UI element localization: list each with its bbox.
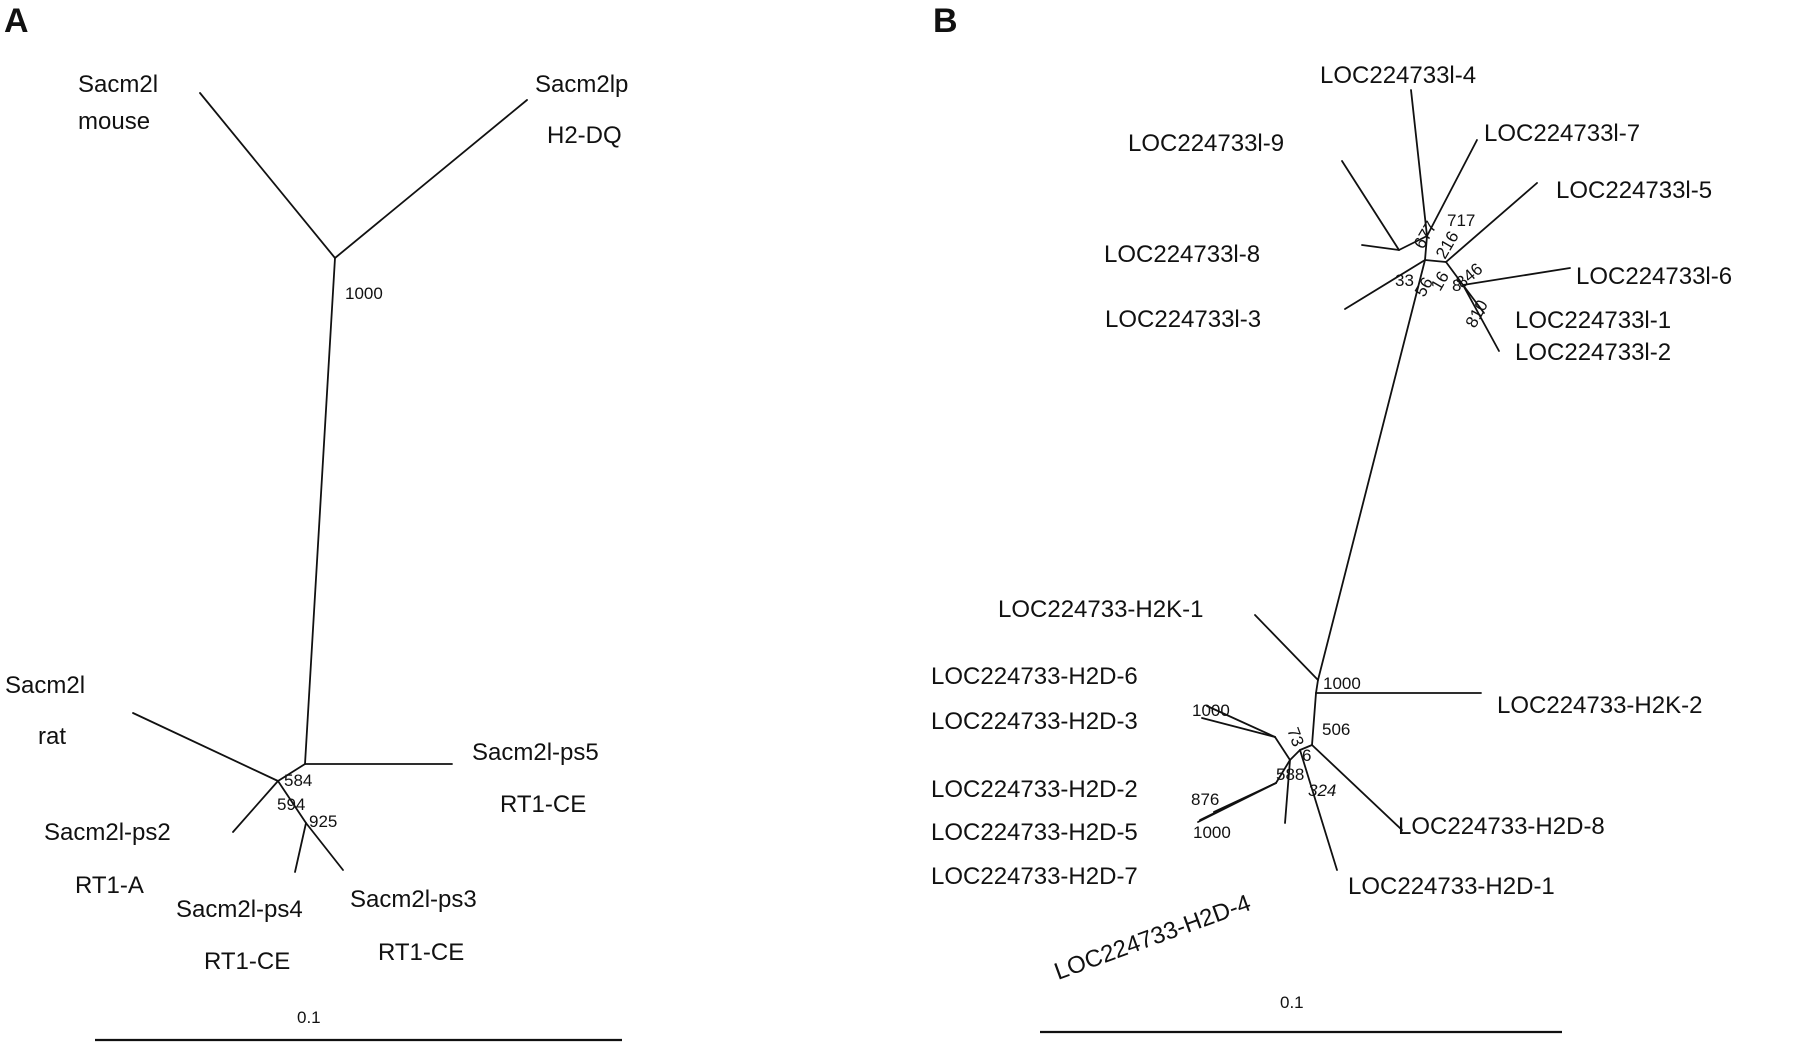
branch-internal-594 xyxy=(277,780,307,824)
leaf-label-sacm2lp-name: Sacm2lp xyxy=(535,71,628,98)
leaf-label-sacm2l-ps4-locus: RT1-CE xyxy=(204,948,290,975)
panel-b-leaf-labels: LOC224733l-4 LOC224733l-7 LOC224733l-9 L… xyxy=(931,62,1732,986)
leaf-label-h2d6: LOC224733-H2D-6 xyxy=(931,663,1138,690)
bootstrap-value: 1000 xyxy=(1192,701,1230,720)
branch-h2d8 xyxy=(1311,744,1403,831)
branch-h2d4 xyxy=(1284,759,1291,824)
leaf-label-sacm2l-ps4-name: Sacm2l-ps4 xyxy=(176,896,303,923)
branch-h2k1 xyxy=(1254,614,1319,681)
bootstrap-value: 8 xyxy=(1452,276,1461,295)
bootstrap-value: 1000 xyxy=(1323,674,1361,693)
leaf-label-sacm2l-ps2-name: Sacm2l-ps2 xyxy=(44,819,171,846)
leaf-label-h2k2: LOC224733-H2K-2 xyxy=(1497,692,1702,719)
branch-internal-846 xyxy=(1424,259,1447,263)
leaf-label-l5: LOC224733l-5 xyxy=(1556,177,1712,204)
branch-h2d7 xyxy=(1197,782,1277,823)
panel-a: A Sacm2l mouse Sacm2lp H2-DQ Sacm2l rat … xyxy=(4,2,628,1042)
leaf-label-l2: LOC224733l-2 xyxy=(1515,339,1671,366)
leaf-label-h2d7: LOC224733-H2D-7 xyxy=(931,863,1138,890)
leaf-label-sacm2l-rat-species: rat xyxy=(38,723,66,750)
leaf-label-h2k1: LOC224733-H2K-1 xyxy=(998,596,1203,623)
branch-sacm2l-ps3 xyxy=(305,822,344,871)
leaf-label-h2d1: LOC224733-H2D-1 xyxy=(1348,873,1555,900)
leaf-label-sacm2l-mouse-name: Sacm2l xyxy=(78,71,158,98)
branch-internal-506 xyxy=(1311,692,1317,746)
bootstrap-value: 6 xyxy=(1302,746,1311,765)
branch-internal-1000b xyxy=(1274,736,1291,761)
leaf-label-h2d8: LOC224733-H2D-8 xyxy=(1398,813,1605,840)
branch-l5 xyxy=(1445,182,1538,263)
leaf-label-sacm2l-mouse-species: mouse xyxy=(78,108,150,135)
leaf-label-sacm2l-ps5-name: Sacm2l-ps5 xyxy=(472,739,599,766)
branch-internal-1000 xyxy=(1315,679,1319,694)
leaf-label-h2d4: LOC224733-H2D-4 xyxy=(1051,890,1255,986)
branch-sacm2lp-h2dq xyxy=(334,99,528,259)
bootstrap-value: 1000 xyxy=(1193,823,1231,842)
leaf-label-l4: LOC224733l-4 xyxy=(1320,62,1476,89)
leaf-label-l3: LOC224733l-3 xyxy=(1105,306,1261,333)
bootstrap-value: 588 xyxy=(1276,765,1304,784)
branch-internal-876 xyxy=(1275,759,1291,784)
branch-internal-main-top xyxy=(1424,235,1428,261)
leaf-label-sacm2l-ps3-name: Sacm2l-ps3 xyxy=(350,886,477,913)
branch-internal-588 xyxy=(1289,749,1301,761)
branch-h2d1 xyxy=(1299,749,1338,871)
leaf-label-sacm2l-ps5-locus: RT1-CE xyxy=(500,791,586,818)
panel-a-scale: 0.1 xyxy=(95,1008,622,1042)
leaf-label-sacm2l-ps2-locus: RT1-A xyxy=(75,872,144,899)
scale-bar-label: 0.1 xyxy=(297,1008,321,1027)
leaf-label-h2d2: LOC224733-H2D-2 xyxy=(931,776,1138,803)
panel-a-letter: A xyxy=(4,2,29,40)
branch-internal-216 xyxy=(1398,235,1428,251)
bootstrap-value: 810 xyxy=(1462,297,1492,331)
bootstrap-value: 584 xyxy=(284,771,312,790)
bootstrap-value: 1000 xyxy=(345,284,383,303)
panel-b-scale: 0.1 xyxy=(1040,993,1562,1034)
leaf-label-sacm2lp-locus: H2-DQ xyxy=(547,122,622,149)
branch-l6 xyxy=(1462,267,1571,286)
scale-bar-label: 0.1 xyxy=(1280,993,1304,1012)
panel-a-leaf-labels: Sacm2l mouse Sacm2lp H2-DQ Sacm2l rat Sa… xyxy=(5,71,628,975)
branch-sacm2l-mouse xyxy=(199,92,336,259)
leaf-label-sacm2l-rat-name: Sacm2l xyxy=(5,672,85,699)
panel-b-bootstrap-values: 677 717 216 33 16 56 846 8 810 1000 506 … xyxy=(1191,211,1492,842)
bootstrap-value: 925 xyxy=(309,812,337,831)
branch-l7 xyxy=(1426,139,1478,237)
branch-internal-810 xyxy=(1445,261,1464,286)
leaf-label-l1: LOC224733l-1 xyxy=(1515,307,1671,334)
leaf-label-h2d3: LOC224733-H2D-3 xyxy=(931,708,1138,735)
branch-h2d3 xyxy=(1201,717,1276,738)
panel-b-branches xyxy=(1197,89,1571,871)
panel-a-bootstrap-values: 1000 584 594 925 xyxy=(277,284,383,831)
branch-sacm2l-ps4 xyxy=(294,822,307,873)
branch-internal-main xyxy=(304,257,336,765)
bootstrap-value: 876 xyxy=(1191,790,1219,809)
panel-b-letter: B xyxy=(933,2,958,40)
branch-internal-736 xyxy=(1299,744,1313,751)
panel-b: B xyxy=(931,2,1732,1034)
bootstrap-value: 717 xyxy=(1447,211,1475,230)
branch-internal-584 xyxy=(277,763,306,782)
leaf-label-sacm2l-ps3-locus: RT1-CE xyxy=(378,939,464,966)
branch-l9 xyxy=(1341,160,1400,251)
branch-l2 xyxy=(1462,284,1500,352)
bootstrap-value: 33 xyxy=(1395,271,1414,290)
leaf-label-l7: LOC224733l-7 xyxy=(1484,120,1640,147)
leaf-label-l9: LOC224733l-9 xyxy=(1128,130,1284,157)
branch-l4 xyxy=(1410,89,1428,237)
panel-a-branches xyxy=(132,92,528,873)
leaf-label-l8: LOC224733l-8 xyxy=(1104,241,1260,268)
branch-l8 xyxy=(1361,244,1400,251)
branch-h2d6 xyxy=(1206,705,1276,738)
bootstrap-value: 506 xyxy=(1322,720,1350,739)
leaf-label-h2d5: LOC224733-H2D-5 xyxy=(931,819,1138,846)
branch-sacm2l-rat xyxy=(132,712,279,782)
bootstrap-value: 324 xyxy=(1308,781,1336,800)
bootstrap-value: 594 xyxy=(277,795,305,814)
branch-internal-long xyxy=(1317,259,1426,681)
leaf-label-l6: LOC224733l-6 xyxy=(1576,263,1732,290)
branch-l3 xyxy=(1344,259,1426,310)
branch-sacm2l-ps2 xyxy=(232,780,279,833)
